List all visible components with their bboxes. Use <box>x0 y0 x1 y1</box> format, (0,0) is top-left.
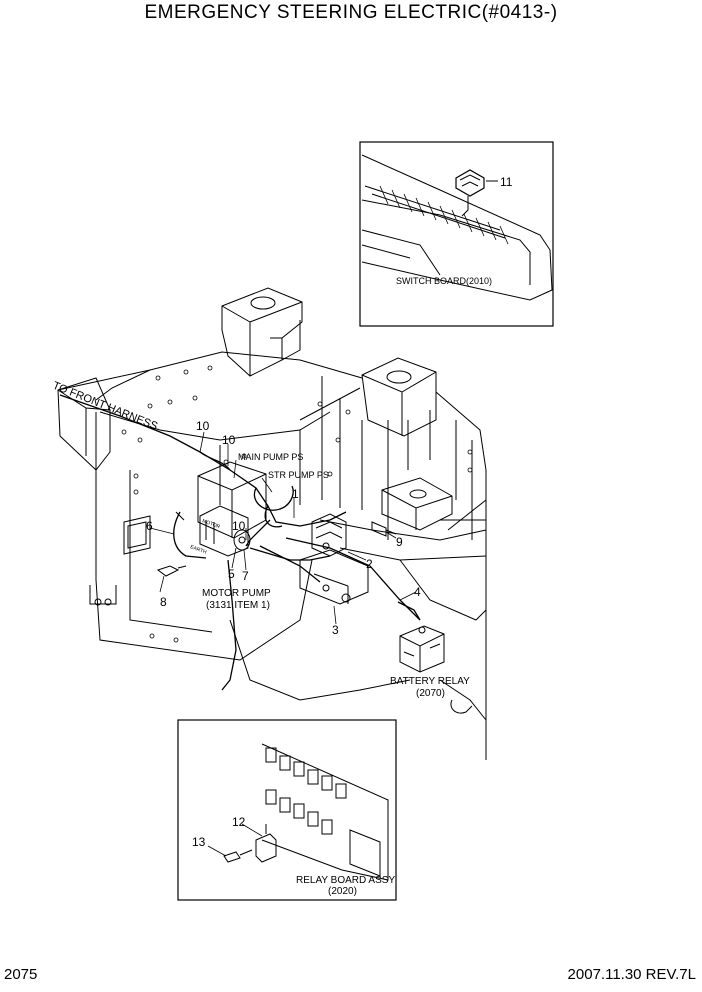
callout-1: 1 <box>292 487 299 501</box>
relay-board-label: RELAY BOARD ASSY <box>296 875 395 886</box>
callout-12: 12 <box>232 815 246 829</box>
relay-board-inset <box>177 719 397 901</box>
callout-7: 7 <box>242 569 249 583</box>
motor-pump-ref-label: (3131 ITEM 1) <box>206 600 270 611</box>
battery-relay-ref-label: (2070) <box>416 688 445 699</box>
page-title: EMERGENCY STEERING ELECTRIC(#0413-) <box>144 2 558 23</box>
str-pump-ps-label: STR PUMP PS <box>268 470 329 480</box>
callout-2: 2 <box>366 557 373 571</box>
switch-board-label: SWITCH BOARD(2010) <box>396 276 492 286</box>
revision-label: 2007.11.30 REV.7L <box>567 966 696 983</box>
screw-parts <box>156 511 187 577</box>
leader-lines <box>149 431 417 857</box>
callout-11: 11 <box>500 175 513 189</box>
switch-board-inset <box>359 141 554 327</box>
callout-10-b: 10 <box>222 433 236 447</box>
motor-tag: MOTOR <box>201 518 221 530</box>
callout-6: 6 <box>146 519 153 533</box>
callout-9: 9 <box>396 535 403 549</box>
front-harness-label: TO FRONT HARNESS <box>51 380 159 433</box>
machine-frame <box>57 287 487 760</box>
callout-3: 3 <box>332 623 339 637</box>
earth-tag: EARTH <box>189 544 207 556</box>
callout-8: 8 <box>160 595 167 609</box>
relay-board-ref-label: (2020) <box>328 886 357 897</box>
bolt-9 <box>371 521 397 537</box>
callout-4: 4 <box>414 585 421 599</box>
main-pump-ps-label: MAIN PUMP PS <box>238 452 303 462</box>
connector-block <box>299 513 369 605</box>
callout-10-a: 10 <box>196 419 210 433</box>
callout-10-c: 10 <box>232 519 246 533</box>
motor-pump-label: MOTOR PUMP <box>202 588 271 599</box>
battery-relay <box>399 625 445 673</box>
battery-relay-label: BATTERY RELAY <box>390 676 470 687</box>
page-number: 2075 <box>4 966 38 983</box>
motor-pump <box>197 461 267 557</box>
callout-5: 5 <box>228 567 235 581</box>
callout-13: 13 <box>192 835 206 849</box>
